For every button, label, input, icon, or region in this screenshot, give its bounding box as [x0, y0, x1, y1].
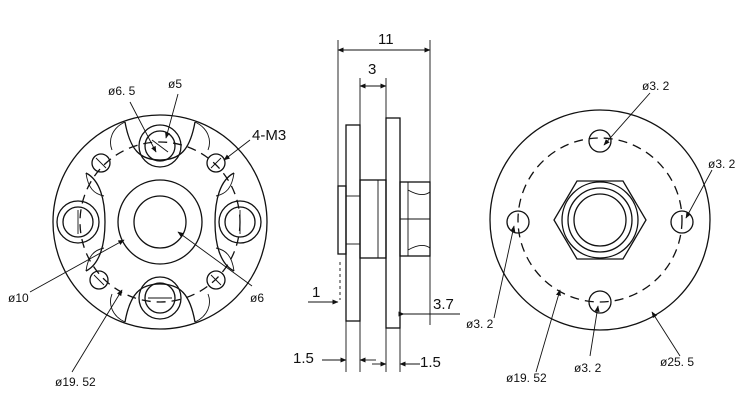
left-counterbore-right — [218, 200, 262, 244]
label-right-left: ø3. 2 — [466, 317, 494, 331]
leader-right-bottom — [589, 305, 600, 357]
side-left-boss — [337, 185, 347, 255]
leader-left-d5 — [165, 93, 179, 139]
leader-right-outer — [651, 311, 681, 357]
label-side-11: 11 — [378, 31, 394, 48]
label-left-d19-52: ø19. 52 — [55, 375, 96, 389]
label-side-3: 3 — [368, 61, 376, 78]
label-right-bolt-circle: ø19. 52 — [506, 371, 547, 385]
label-left-thread: 4-M3 — [252, 127, 286, 144]
left-boss-shoulder — [85, 121, 235, 323]
left-m3-hole-tr — [206, 153, 226, 173]
left-counterbore-left — [56, 200, 100, 244]
leader-right-right — [685, 169, 713, 219]
leader-left-d6-5 — [129, 101, 157, 153]
leader-left-d6 — [177, 231, 253, 287]
left-hub-outer-circle — [117, 179, 203, 265]
leader-left-m3 — [223, 139, 251, 161]
label-side-3-7: 3.7 — [433, 296, 454, 313]
right-outer-circle — [489, 109, 711, 331]
right-hole-right — [670, 210, 694, 234]
left-m3-hole-bl — [89, 270, 109, 290]
side-left-flange — [345, 124, 361, 322]
leader-right-top — [603, 92, 651, 146]
right-bolt-circle — [517, 137, 683, 303]
label-left-d10: ø10 — [8, 291, 29, 305]
label-side-1: 1 — [312, 284, 320, 301]
right-nut-face-circle — [567, 187, 633, 253]
label-side-15-left: 1.5 — [293, 350, 314, 367]
label-right-outer: ø25. 5 — [660, 355, 694, 369]
side-hub-body — [359, 179, 387, 259]
leader-left-d19-52 — [71, 289, 123, 373]
side-right-flange — [385, 117, 401, 329]
left-outer-flange-circle — [52, 114, 268, 330]
label-left-d6-5: ø6. 5 — [108, 84, 136, 98]
left-counterbore-top — [138, 124, 182, 168]
left-hub-bore-circle — [133, 195, 187, 249]
label-right-bottom: ø3. 2 — [574, 361, 602, 375]
leader-right-left — [493, 225, 516, 319]
side-nut-curves — [407, 189, 431, 251]
label-right-right: ø3. 2 — [708, 157, 736, 171]
right-hex-nut — [553, 180, 647, 260]
left-m3-hole-br — [206, 270, 226, 290]
right-hole-top — [588, 129, 612, 153]
label-right-top: ø3. 2 — [642, 79, 670, 93]
left-m3-hole-tl — [91, 153, 111, 173]
label-side-15-right: 1.5 — [420, 354, 441, 371]
label-left-d6: ø6 — [250, 291, 264, 305]
label-left-d5: ø5 — [168, 77, 182, 91]
left-counterbore-bottom — [138, 276, 182, 320]
right-nut-chamfer-circle — [561, 181, 639, 259]
right-hole-left — [506, 210, 530, 234]
left-boss-outline — [85, 121, 235, 323]
side-view: 11 3 1 3.7 1.5 1.5 — [293, 31, 460, 372]
leader-left-d10 — [29, 239, 125, 293]
left-view: ø6. 5 ø5 4-M3 ø10 ø6 ø19. 52 — [8, 77, 286, 389]
leader-right-bolt-circle — [535, 289, 561, 373]
right-view: ø3. 2 ø3. 2 ø3. 2 ø3. 2 ø19. 52 ø25. 5 — [466, 79, 736, 385]
right-bore-circle — [573, 193, 627, 247]
right-hole-bottom — [588, 290, 612, 314]
